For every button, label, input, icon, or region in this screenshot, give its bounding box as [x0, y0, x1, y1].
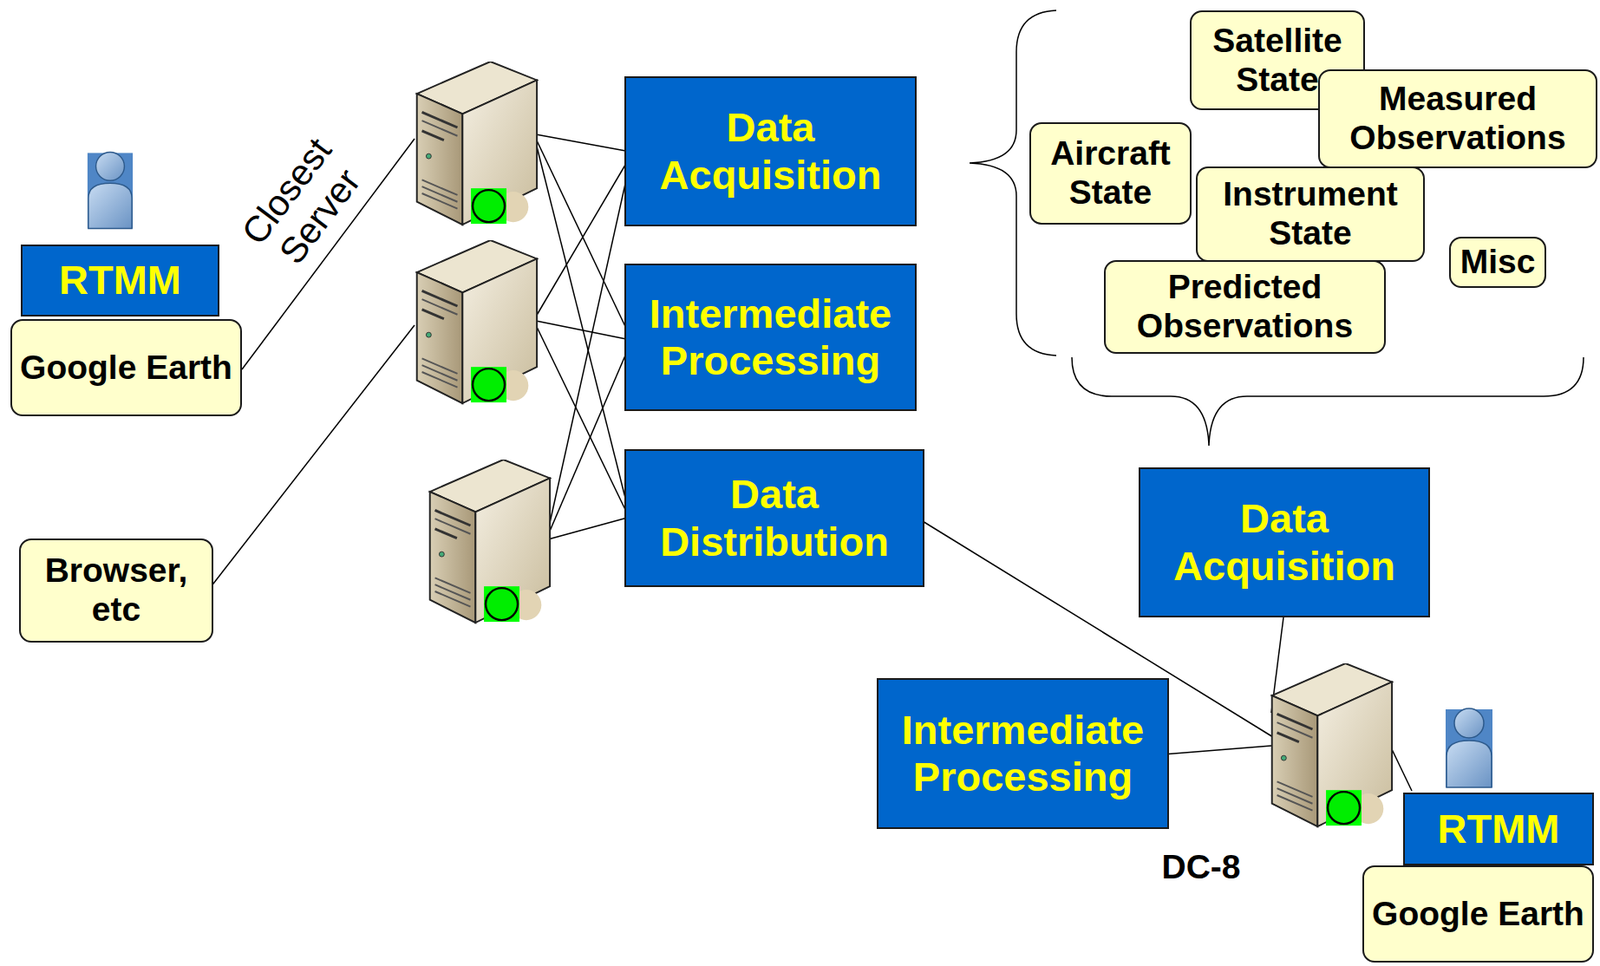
box-label: Misc [1460, 242, 1536, 282]
annotation: Closest Server [209, 98, 398, 309]
server-icon [417, 240, 537, 404]
box-label: Predicted Observations [1105, 267, 1385, 347]
data-box: Misc [1449, 236, 1547, 288]
box-label: Intermediate Processing [878, 706, 1168, 801]
brace [1071, 357, 1584, 446]
user-icon [1445, 708, 1493, 788]
box-label: Data Acquisition [626, 104, 915, 198]
app-box: RTMM [1403, 792, 1594, 866]
data-box: Aircraft State [1029, 122, 1192, 225]
box-label: Intermediate Processing [626, 290, 915, 385]
client-box: Google Earth [10, 319, 242, 417]
box-label: Data Acquisition [1140, 495, 1429, 589]
process-box: Intermediate Processing [624, 263, 917, 412]
data-box: Predicted Observations [1103, 260, 1386, 354]
server-icon [430, 459, 550, 623]
box-label: RTMM [58, 256, 182, 304]
box-label: Data Distribution [626, 470, 923, 565]
vehicle-label: DC-8 [1140, 848, 1262, 888]
data-box: Instrument State [1195, 166, 1425, 262]
box-label: Google Earth [19, 348, 233, 388]
user-icon [87, 151, 133, 229]
box-label: Google Earth [1371, 894, 1585, 934]
process-box: Data Distribution [624, 449, 925, 588]
server-icon [417, 61, 537, 225]
box-label: RTMM [1437, 805, 1561, 853]
process-box: Data Acquisition [1138, 467, 1431, 618]
data-box: Measured Observations [1318, 69, 1598, 169]
box-label: Browser, etc [20, 551, 212, 630]
box-label: Aircraft State [1031, 134, 1190, 213]
process-box: Intermediate Processing [876, 678, 1169, 830]
box-label: Instrument State [1197, 175, 1424, 254]
client-box: Google Earth [1362, 865, 1594, 963]
client-box: Browser, etc [19, 538, 214, 643]
app-box: RTMM [20, 244, 220, 317]
process-box: Data Acquisition [624, 76, 917, 227]
server-icon [1272, 663, 1392, 827]
box-label: Measured Observations [1319, 79, 1596, 158]
